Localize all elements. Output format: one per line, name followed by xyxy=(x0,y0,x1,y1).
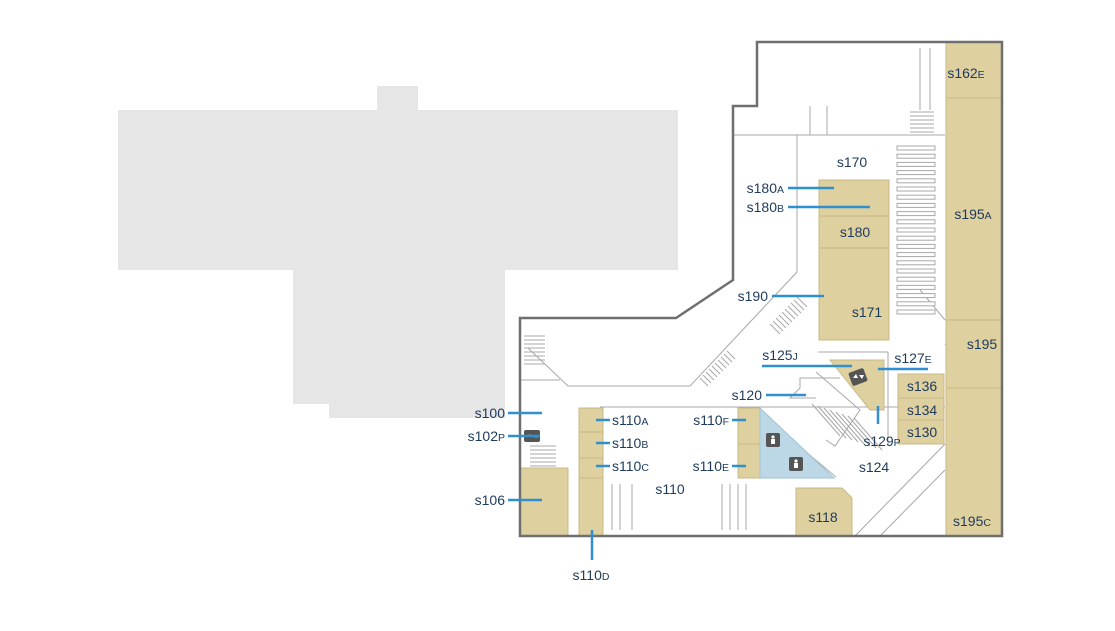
label-s130[interactable]: s130 xyxy=(907,424,938,440)
label-s129p[interactable]: s129P xyxy=(863,433,900,449)
room-s195[interactable] xyxy=(945,319,1003,389)
label-s106[interactable]: s106 xyxy=(475,492,506,508)
label-s110f[interactable]: s110F xyxy=(693,412,729,428)
restroom-icon xyxy=(766,433,780,447)
label-s125j[interactable]: s125J xyxy=(762,347,798,363)
room-s110c[interactable] xyxy=(578,457,604,479)
label-s110e[interactable]: s110E xyxy=(693,458,729,474)
room-s106[interactable] xyxy=(519,467,569,537)
room-labels: s100 s102P s106 s110 s110A s110B s110C s… xyxy=(468,65,998,583)
label-s190[interactable]: s190 xyxy=(738,288,769,304)
room-s110d[interactable] xyxy=(578,477,604,537)
label-s124[interactable]: s124 xyxy=(859,459,890,475)
label-s100[interactable]: s100 xyxy=(475,405,506,421)
label-s120[interactable]: s120 xyxy=(732,387,763,403)
room-s118[interactable] xyxy=(795,487,853,537)
room-s130[interactable] xyxy=(897,419,945,445)
label-s110a[interactable]: s110A xyxy=(612,412,648,428)
label-s195c[interactable]: s195C xyxy=(953,513,991,529)
adjacent-building xyxy=(118,86,678,418)
label-s134[interactable]: s134 xyxy=(907,402,938,418)
restroom-icon xyxy=(789,457,803,471)
rooms xyxy=(519,41,1003,537)
elevator-icon xyxy=(848,368,868,386)
room-s171[interactable] xyxy=(818,247,890,341)
outer-wall xyxy=(518,40,1004,538)
label-s110b[interactable]: s110B xyxy=(612,435,648,451)
label-s195[interactable]: s195 xyxy=(967,336,998,352)
label-s110c[interactable]: s110C xyxy=(612,458,649,474)
room-s110e[interactable] xyxy=(737,443,761,479)
label-s162e[interactable]: s162E xyxy=(947,65,984,81)
label-s127e[interactable]: s127E xyxy=(894,350,931,366)
label-s102p[interactable]: s102P xyxy=(468,428,505,444)
label-s180b[interactable]: s180B xyxy=(747,199,784,215)
building-floor xyxy=(520,42,1002,536)
room-s127e[interactable] xyxy=(828,359,885,411)
label-s180[interactable]: s180 xyxy=(840,224,871,240)
label-s118[interactable]: s118 xyxy=(808,509,838,525)
room-s180[interactable] xyxy=(818,215,890,249)
room-s110f[interactable] xyxy=(737,407,761,445)
label-s170[interactable]: s170 xyxy=(837,154,868,170)
label-s180a[interactable]: s180A xyxy=(747,180,784,196)
label-s136[interactable]: s136 xyxy=(907,378,938,394)
label-s195a[interactable]: s195A xyxy=(954,206,991,222)
label-s171[interactable]: s171 xyxy=(852,304,883,320)
room-s180a[interactable] xyxy=(818,179,890,217)
room-restroom[interactable] xyxy=(759,406,836,479)
room-s110b[interactable] xyxy=(578,431,604,459)
room-s195a[interactable] xyxy=(945,97,1003,321)
label-s110[interactable]: s110 xyxy=(655,481,685,497)
label-s110d[interactable]: s110D xyxy=(573,567,610,583)
room-s136[interactable] xyxy=(897,373,945,399)
leader-lines xyxy=(508,186,928,560)
